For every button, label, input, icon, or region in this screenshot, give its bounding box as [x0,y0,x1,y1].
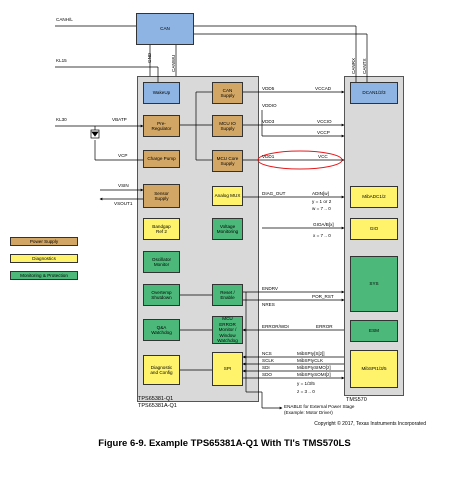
oscillator-monitor-block: Oscillator Monitor [143,251,180,273]
label-error-wdi: ERROR/WDI [262,324,289,329]
spi-block: SPI [212,352,243,386]
can-block: CAN [136,13,194,45]
mcu-io-supply-block: MCU IO Supply [212,115,243,137]
label-spi-z: z = 3 .. 0 [297,389,315,394]
legend-monitoring: Monitoring & Protection [10,271,78,280]
charge-pump-block: Charge Pump [143,150,180,168]
pre-regulator-block: Pre- Regulator [143,115,180,137]
tps-chip-label-2: TPS65381A-Q1 [138,403,177,409]
tps-chip-label-1: TPS65381-Q1 [138,396,174,402]
mibspi-block: MibSPI1/3/5 [350,350,398,388]
legend-power-supply: Power Supply [10,237,78,246]
label-sdi: SDI [262,365,270,370]
label-vcp: VCP [118,153,128,158]
label-spi-cs: MibSPIy[S[z]] [297,351,325,356]
label-endrv: ENDRV [262,286,278,291]
label-sdo: SDO [262,372,272,377]
label-cantx: CANTX [362,58,367,74]
voltage-monitoring-block: Voltage Monitoring [212,218,243,240]
label-spi-somi: MibSPIySOMI[z] [297,372,331,377]
label-vccad: VCCAD [315,86,332,91]
diagnostic-config-block: Diagnostic and Config [143,355,180,385]
mcu-error-monitor-block: MCU ERROR Monitor / Window Watchdog [212,316,243,344]
label-spi-y: y = 1/3/5 [297,381,315,386]
label-spi-simo: MibSPIySIMO[z] [297,365,331,370]
label-kl30: KL30 [56,117,67,122]
can-supply-block: CAN Supply [212,82,243,104]
legend-diagnostics: Diagnostics [10,254,78,263]
tms-chip-label: TMS570 [346,397,367,403]
label-vccp: VCCP [317,130,330,135]
label-vdd1: VDD1 [262,154,275,159]
wakeup-block: WakeUp [143,82,180,104]
label-ncs: NCS [262,351,272,356]
enable-note-1: ENABLE for External Power Stage [284,404,355,409]
label-spi-clk: MibSPIyCLK [297,358,324,363]
label-vbatp: VBATP [112,117,127,122]
label-diag-out: DIAG_OUT [262,191,286,196]
enable-note-2: (Example: Motor Driver) [284,410,333,415]
label-vdd5: VDD5 [262,86,275,91]
sys-block: SYS [350,256,398,312]
label-canwu: CANWU [171,54,176,72]
label-gnd: GND [147,52,152,63]
label-adc-y: y = 1 or 2 [312,199,332,204]
label-error: ERROR [316,324,333,329]
label-vccio: VCCIO [317,119,332,124]
bandgap-block: Bandgap Ref 2 [143,218,180,240]
label-vddio: VDDIO [262,103,277,108]
label-canrx: CANRX [351,57,356,74]
highlight-ellipse [257,150,343,170]
overtemp-block: Overtemp Shutdown [143,284,180,306]
label-vdd3: VDD3 [262,119,275,124]
analog-mux-block: Analog MUX [212,186,243,206]
sensor-supply-block: Sensor Supply [143,184,180,208]
label-adc-w: w = 7 .. 0 [312,206,331,211]
label-por-rst: POR_RST [312,294,334,299]
dcan-block: DCAN1/2/3 [350,82,398,104]
label-vsin: VSIN [118,183,129,188]
reset-enable-block: Reset / Enable [212,284,243,306]
label-gio-x: x = 7 .. 0 [313,233,331,238]
qa-watchdog-block: Q&A Watchdog [143,319,180,341]
label-kl15: KL15 [56,58,67,63]
label-sclk: SCLK [262,358,275,363]
label-vcc: VCC [318,154,328,159]
copyright: Copyright © 2017, Texas Instruments Inco… [314,421,426,427]
label-gio: GIOA/B[x] [313,222,334,227]
label-vsout1: VSOUT1 [114,201,133,206]
figure-caption: Figure 6-9. Example TPS65381A-Q1 With TI… [98,438,351,449]
label-canh-l: CANH/L [56,17,73,22]
mibadc-block: MibADC1/2 [350,186,398,208]
esm-block: ESM [350,320,398,342]
gio-block: GIO [350,218,398,240]
mcu-core-supply-block: MCU Core Supply [212,150,243,172]
label-adin: ADIN[w] [312,191,329,196]
label-nres: NRES [262,302,275,307]
